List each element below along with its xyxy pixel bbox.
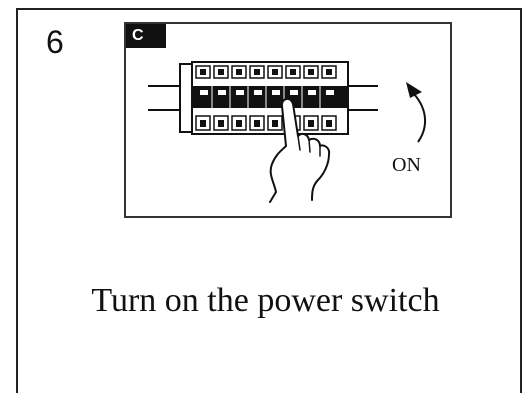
circuit-breaker-hand-icon [148,61,426,203]
top-terminal-screws-icon [200,69,332,75]
step-caption: Turn on the power switch [91,282,440,319]
toggle-band-icon [192,86,348,108]
on-label: ON [392,154,421,176]
instruction-card [16,8,522,393]
step-number: 6 [46,24,64,60]
toggle-dividers-icon [211,86,321,108]
illustration-frame: C [124,22,452,218]
curved-arrow-up-icon [413,93,426,143]
toggle-levers-icon [200,90,334,95]
panel-tag: C [126,24,166,48]
rail-lines-icon [148,85,378,111]
